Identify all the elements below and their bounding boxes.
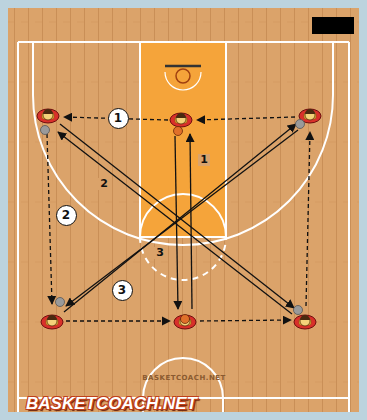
callout-circle: 1 <box>108 108 129 129</box>
callout-number: 3 <box>118 284 126 296</box>
brand-watermark: BASKETCOACH.NET <box>26 394 197 414</box>
callout-circle: 3 <box>112 280 133 301</box>
pass-line <box>47 134 52 304</box>
sideline <box>348 42 350 412</box>
callout-number: 1 <box>114 112 122 124</box>
black-box <box>312 17 354 34</box>
cut-line <box>64 124 296 312</box>
cut-line <box>66 130 298 306</box>
cut-line <box>190 134 192 309</box>
callout-circle: 2 <box>56 205 77 226</box>
ball <box>181 315 190 324</box>
cut-line <box>60 124 294 308</box>
restricted-arc <box>165 72 201 90</box>
pass-line <box>306 132 310 306</box>
paint-lane <box>140 42 226 237</box>
three-point-line <box>33 42 333 245</box>
player <box>37 109 59 123</box>
callout-number: 2 <box>62 209 70 221</box>
pass-line <box>197 117 295 120</box>
ball <box>296 120 305 129</box>
player <box>41 315 63 329</box>
step-number: 3 <box>154 247 166 259</box>
player <box>294 315 316 329</box>
cut-line <box>58 132 292 314</box>
ball <box>174 127 183 136</box>
ball <box>41 126 50 135</box>
pass-line <box>66 320 170 321</box>
player <box>174 315 196 329</box>
baseline <box>18 41 349 43</box>
ball <box>56 298 65 307</box>
pass-line <box>200 320 291 321</box>
cut-line <box>175 136 178 309</box>
rim <box>176 69 190 83</box>
backboard <box>165 65 201 68</box>
player <box>170 113 192 127</box>
free-throw-circle <box>140 237 226 280</box>
sideline <box>17 42 19 412</box>
step-number: 1 <box>198 154 210 166</box>
center-watermark: BASKETCOACH.NET <box>142 374 226 382</box>
step-number: 2 <box>98 178 110 190</box>
wood-floor <box>8 8 359 412</box>
ball <box>294 306 303 315</box>
